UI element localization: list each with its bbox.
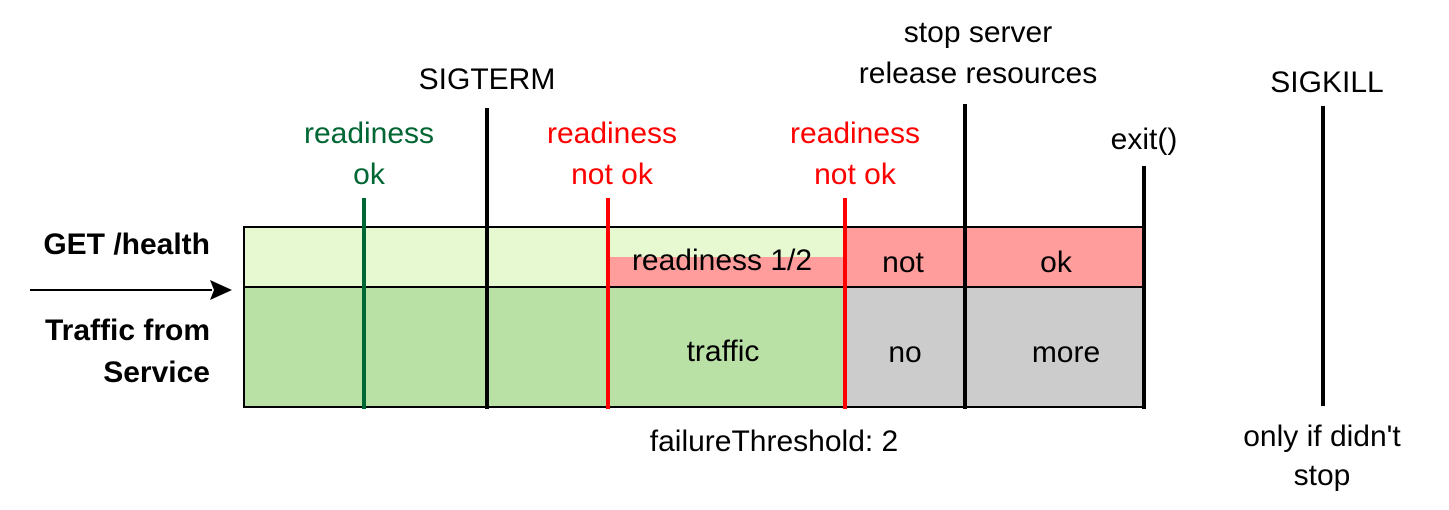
sigkill-label: SIGKILL [1270,66,1383,99]
sigkill-note-line1: only if didn't [1243,420,1401,453]
request-arrow-head [210,280,232,300]
more-traffic-label: more [1032,336,1100,369]
health-row-half-fail-region [608,257,845,287]
traffic-row-stopped-region [845,287,1144,407]
stop-server-label-line1: stop server [904,16,1052,49]
readiness-half-label: readiness 1/2 [632,244,812,277]
health-row-label: GET /health [43,228,210,261]
failure-threshold-note: failureThreshold: 2 [650,425,898,458]
health-not-label: not [882,246,924,279]
exit-label: exit() [1111,123,1178,156]
readiness-ok-label-line1: readiness [304,117,434,150]
readiness-ok-label-line2: ok [353,158,386,191]
sigkill-note-line2: stop [1294,459,1351,492]
traffic-row-label-line1: Traffic from [45,314,210,347]
traffic-row-label-line2: Service [103,356,210,389]
traffic-label: traffic [687,335,760,368]
sigterm-label: SIGTERM [419,63,556,96]
readiness-fail-2-label-line2: not ok [814,158,897,191]
health-row-half-ok-region [608,227,845,257]
health-ok-label: ok [1040,246,1073,279]
stop-server-label-line2: release resources [859,57,1097,90]
no-traffic-label: no [888,336,921,369]
readiness-fail-1-label-line2: not ok [571,158,654,191]
readiness-fail-2-label-line1: readiness [790,117,920,150]
health-row-ok-region [244,227,608,287]
health-row-fail-region [845,227,1144,287]
readiness-fail-1-label-line1: readiness [547,117,677,150]
traffic-row-flowing-region [244,287,845,407]
